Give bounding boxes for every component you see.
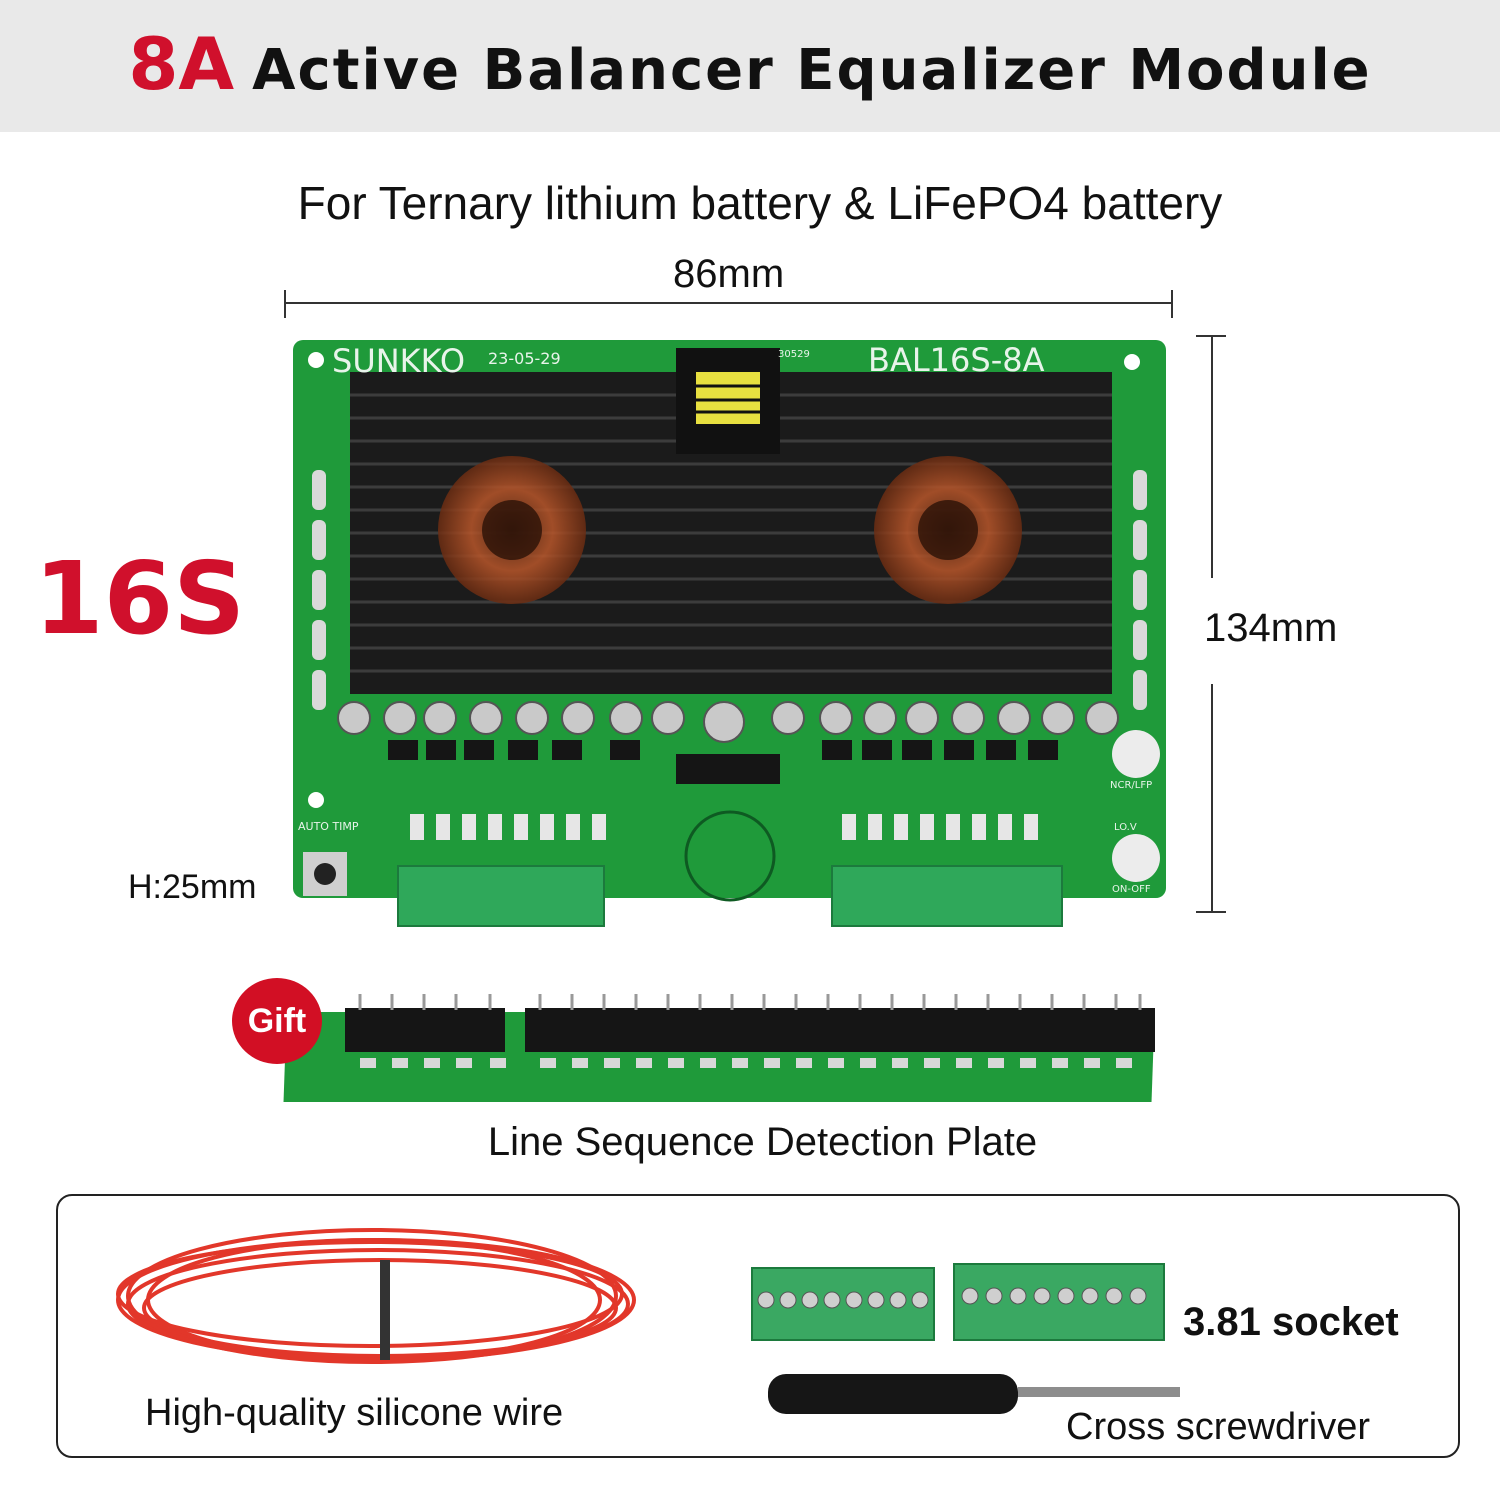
resistor-pads-left [410,814,606,840]
board-code: 30529 [778,349,810,360]
resistor-pads-right [842,814,1038,840]
buzzer-outline [684,810,776,902]
plate-pins [358,994,1142,1010]
wire-caption: High-quality silicone wire [145,1392,564,1434]
jumper-label-chemistry: NCR/LFP [1110,780,1152,791]
socket-right [953,1263,1165,1341]
accessories-panel [56,1194,1460,1458]
title-banner: 8A Active Balancer Equalizer Module [0,0,1500,132]
screwdriver-caption: Cross screwdriver [1066,1406,1371,1448]
socket-left [751,1267,935,1341]
plate-header-long [525,1008,1155,1052]
jumper-label-voltage: LO.V [1114,822,1137,833]
board-model: BAL16S-8A [868,341,1045,379]
switch-label: AUTO TIMP [298,820,359,833]
jumper-label-power: ON-OFF [1112,884,1151,895]
board-date: 23-05-29 [488,349,561,368]
mosfet-row [388,740,1058,784]
capacitor-row [337,701,1119,743]
plate-header-short [345,1008,505,1052]
screwdriver [768,1374,1180,1414]
product-title: Active Balancer Equalizer Module [252,38,1372,103]
width-label: 86mm [673,252,785,296]
series-count-label: 16S [34,540,246,657]
jumper-pad-power [1112,834,1160,882]
detection-plate-caption: Line Sequence Detection Plate [487,1120,1038,1164]
side-pads [312,470,1147,710]
terminal-block-left [397,865,605,927]
board-brand: SUNKKO [332,342,465,380]
socket-caption: 3.81 socket [1183,1300,1399,1344]
current-rating: 8A [128,22,235,106]
thickness-label: H:25mm [128,868,257,906]
height-label: 134mm [1204,606,1338,650]
page-title: 8A Active Balancer Equalizer Module [0,22,1500,106]
gift-badge: Gift [232,978,322,1064]
jumper-pad-chemistry [1112,730,1160,778]
battery-compatibility: For Ternary lithium battery & LiFePO4 ba… [297,177,1223,229]
mounting-holes [308,352,1140,808]
plate-leds [360,1058,1132,1068]
wire-tie [380,1260,390,1360]
terminal-block-right [831,865,1063,927]
